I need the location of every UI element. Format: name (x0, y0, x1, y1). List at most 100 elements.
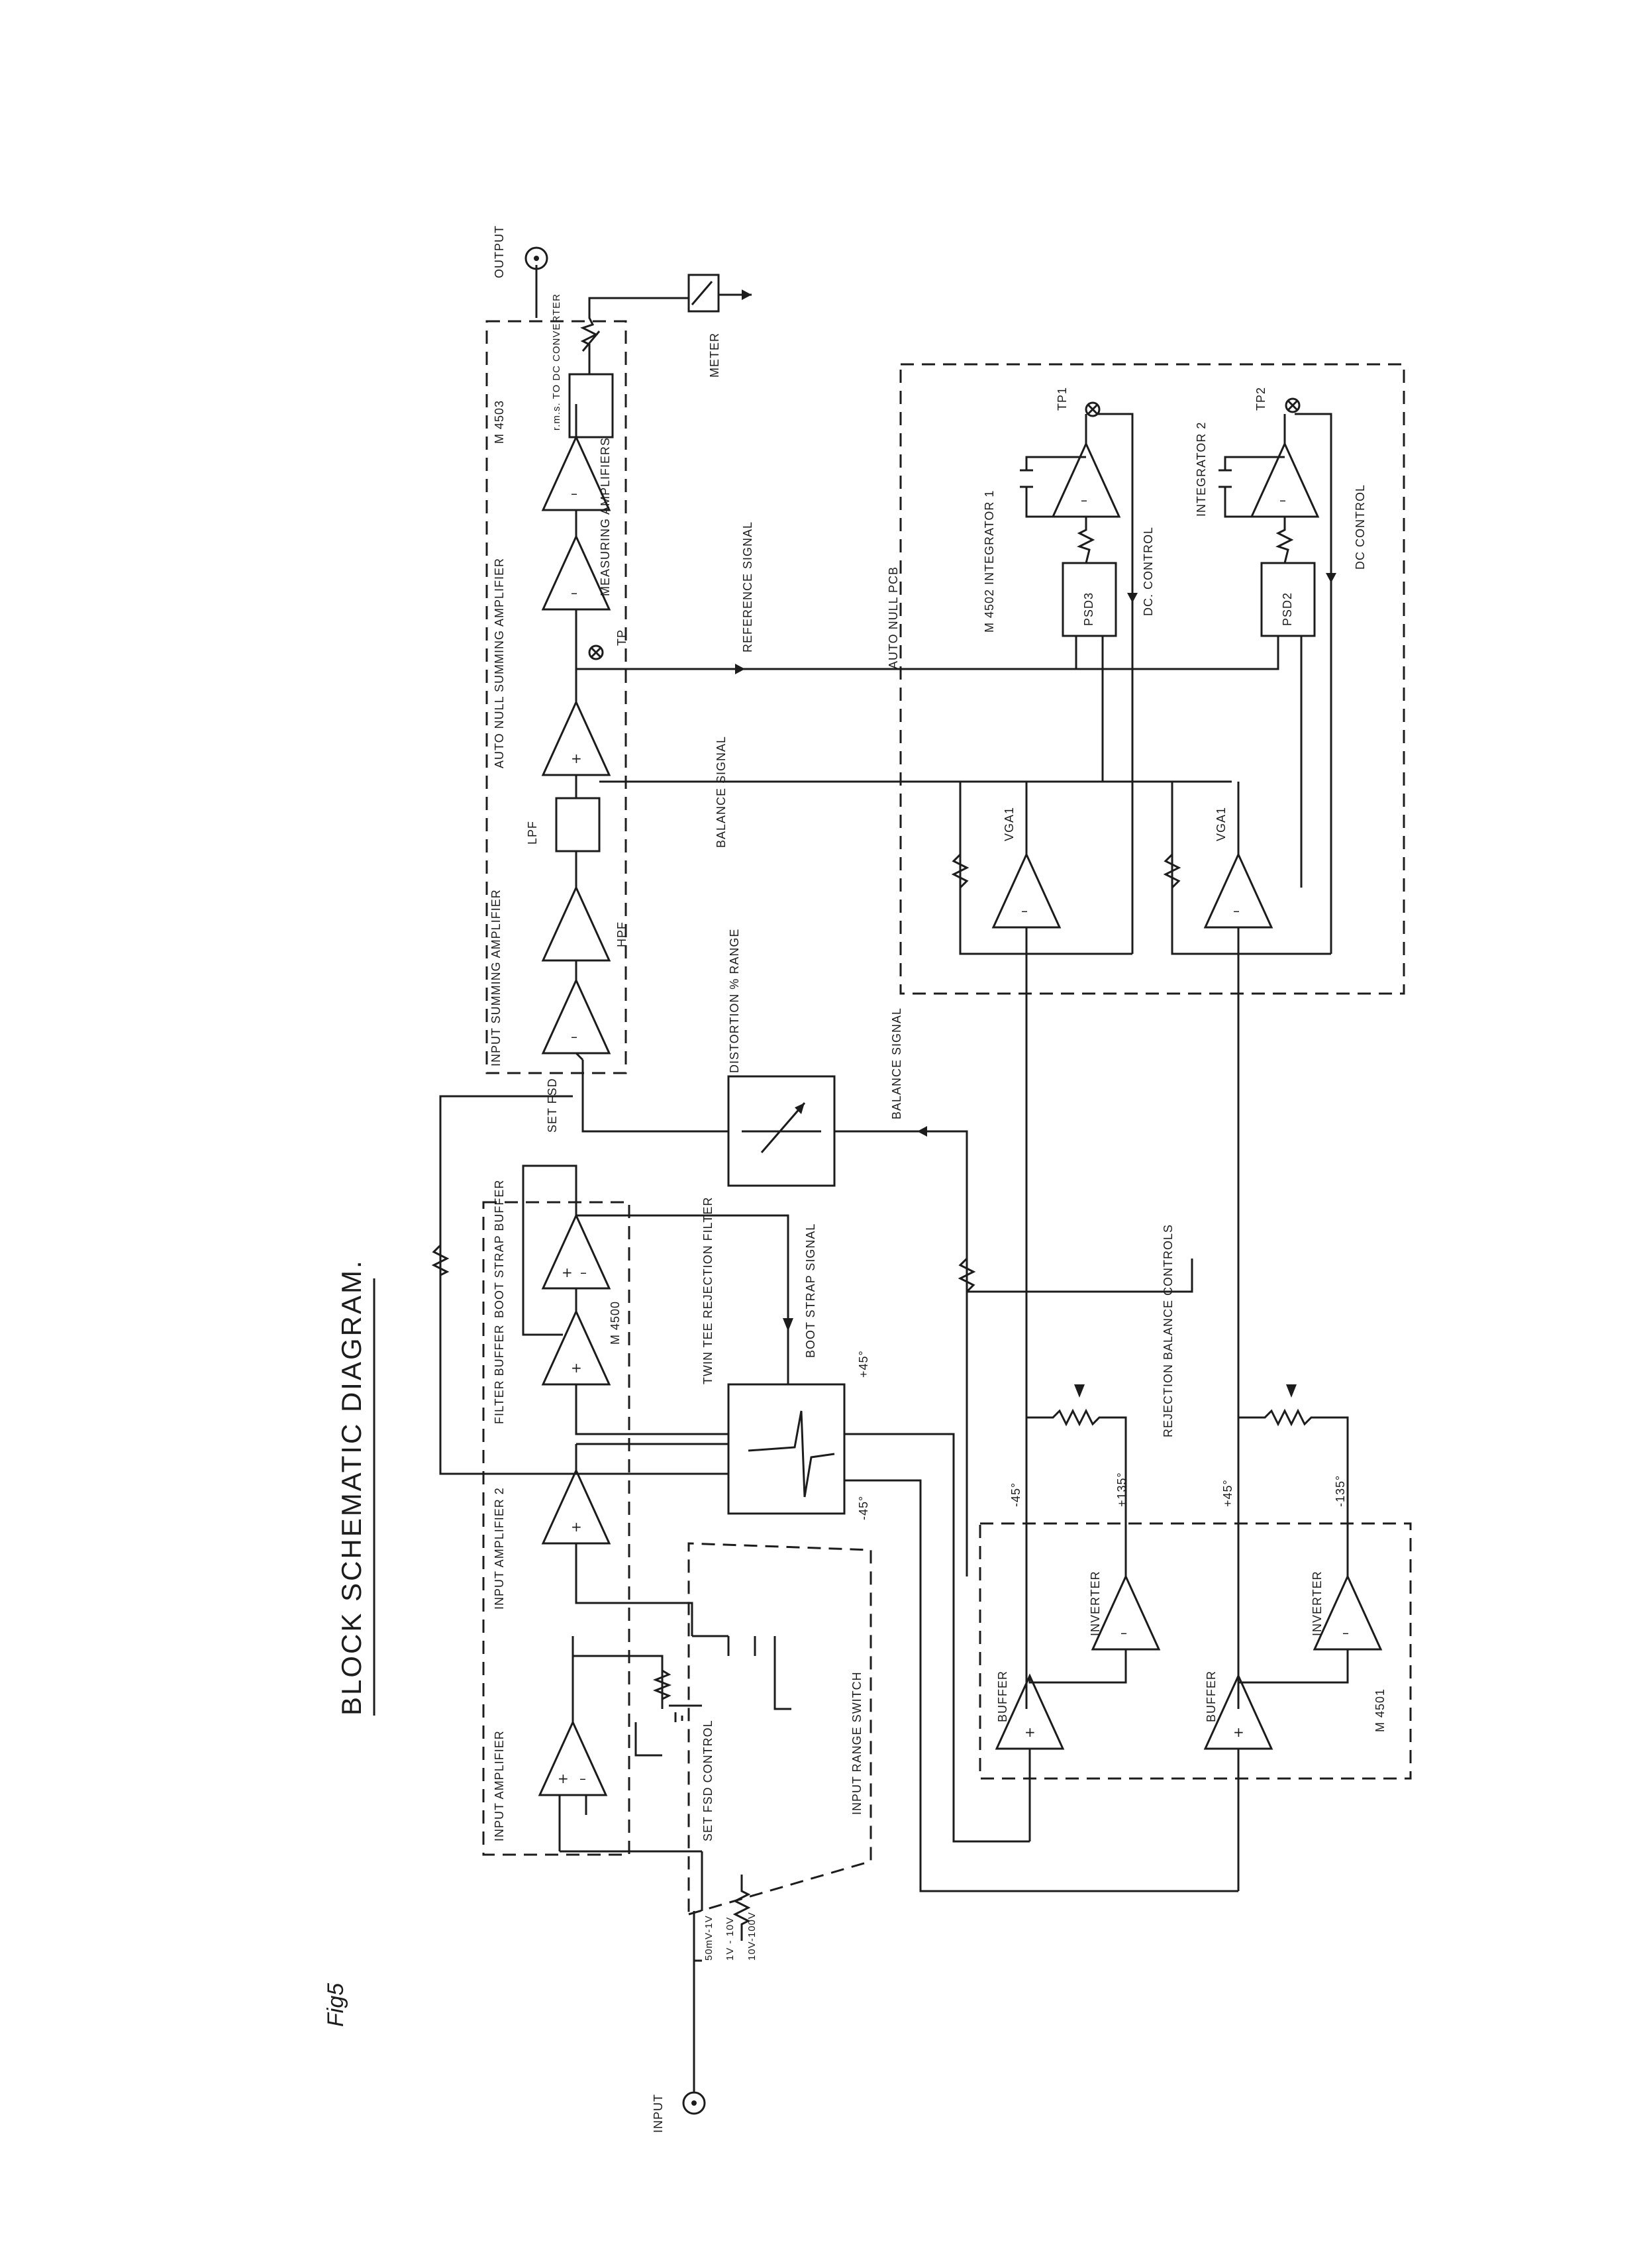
inverter-1-label: INVERTER (1089, 1571, 1102, 1636)
boot-strap-buffer-symbol (541, 1213, 611, 1290)
m4503-label: M 4503 (493, 400, 506, 444)
meter-label: METER (708, 333, 721, 378)
twin-tee-notch-shape (748, 1410, 835, 1498)
integrator-2-label: INTEGRATOR 2 (1195, 422, 1208, 517)
dc-control-2-label: DC CONTROL (1354, 484, 1367, 570)
balance-resistor (958, 1257, 976, 1293)
input-amplifier-label: INPUT AMPLIFIER (493, 1730, 506, 1841)
buffer-2-label: BUFFER (1205, 1671, 1218, 1722)
input-label: INPUT (652, 2094, 665, 2133)
rejection-balance-label: REJECTION BALANCE CONTROLS (1162, 1224, 1175, 1437)
input-summing-label: INPUT SUMMING AMPLIFIER (489, 889, 503, 1066)
m4501-label: M 4501 (1373, 1688, 1387, 1732)
meter-symbol (687, 274, 720, 313)
set-fsd-label: SET FSD (546, 1078, 559, 1133)
feedback-resistor (431, 1096, 450, 1474)
auto-null-pcb-label: AUTO NULL PCB (887, 566, 900, 669)
svg-text:+: + (571, 750, 582, 766)
hpf-label: HPF (615, 921, 628, 947)
minus45-low-label: -45° (1009, 1482, 1022, 1507)
lpf-label: LPF (526, 821, 539, 845)
tp-test-point (588, 644, 604, 660)
input-amplifier-2-label: INPUT AMPLIFIER 2 (493, 1487, 506, 1610)
svg-text:–: – (1342, 1625, 1349, 1641)
minus135-label: -135° (1334, 1475, 1347, 1507)
input-range-switch-outline (687, 1542, 872, 1916)
lpf-block (555, 797, 601, 852)
vga1-a-label: VGA1 (1003, 807, 1016, 841)
svg-text:–: – (1081, 492, 1087, 508)
svg-text:+: + (571, 1360, 582, 1376)
twin-tee-filter-block (727, 1383, 846, 1515)
svg-text:+: + (571, 1519, 582, 1535)
auto-null-summing-label: AUTO NULL SUMMING AMPLIFIER (493, 558, 506, 768)
psd2-block (1260, 562, 1316, 637)
balance-signal-right-label: BALANCE SIGNAL (715, 736, 728, 848)
rejection-pot-2 (1238, 1408, 1331, 1427)
m4500-label: M 4500 (609, 1301, 622, 1345)
vga1-b-feedback-resistor (1163, 853, 1181, 889)
auto-null-summing-amp-symbol (541, 699, 611, 776)
tp1-test-point (1085, 401, 1101, 417)
svg-text:+: + (558, 1771, 569, 1786)
reference-signal-label: REFERENCE SIGNAL (741, 521, 754, 652)
tp2-label: TP2 (1254, 387, 1268, 411)
rms-dc-converter-block (568, 373, 614, 438)
output-connector (524, 246, 548, 270)
inverter-2-label: INVERTER (1311, 1571, 1324, 1636)
svg-text:+: + (562, 1264, 573, 1280)
tp-label: TP (615, 629, 628, 646)
range-resistor-ladder (732, 1875, 751, 1941)
twin-tee-label: TWIN TEE REJECTION FILTER (701, 1197, 715, 1384)
rms-dc-label: r.m.s. TO DC CONVERTER (551, 293, 562, 431)
figure-label: Fig5 (323, 1983, 348, 2027)
plus45-top-label: +45° (857, 1350, 870, 1378)
range-label-1: 50mV-1V (703, 1915, 715, 1961)
filter-buffer-label: FILTER BUFFER (493, 1324, 506, 1424)
measuring-amp-2-symbol (541, 435, 611, 511)
tp1-label: TP1 (1056, 387, 1069, 411)
hpf-symbol (541, 885, 611, 962)
psd3-block (1062, 562, 1117, 637)
set-fsd-pot (652, 1656, 672, 1709)
svg-text:–: – (580, 1264, 587, 1280)
svg-text:–: – (1279, 492, 1286, 508)
m4502-label: M 4502 INTEGRATOR 1 (983, 490, 996, 633)
svg-text:–: – (571, 585, 577, 601)
distortion-range-label: DISTORTION % RANGE (728, 929, 741, 1073)
psd2-resistor (1275, 517, 1294, 564)
m4501-module-outline (979, 1522, 1412, 1780)
svg-text:–: – (571, 1029, 577, 1045)
svg-text:–: – (1120, 1625, 1127, 1641)
plus45-low-label: +45° (1221, 1479, 1234, 1507)
range-label-2: 1V - 10V (724, 1917, 736, 1961)
meter-adjust-resistor (580, 297, 689, 358)
diagram-title: BLOCK SCHEMATIC DIAGRAM. (336, 1259, 367, 1716)
svg-text:–: – (1021, 903, 1028, 919)
dc-control-1-label: DC. CONTROL (1142, 527, 1155, 616)
svg-text:+: + (1233, 1724, 1244, 1740)
input-range-switch-label: INPUT RANGE SWITCH (850, 1671, 864, 1815)
buffer-1-label: BUFFER (996, 1671, 1009, 1722)
measuring-amp-1-symbol (541, 534, 611, 611)
boot-strap-signal-label: BOOT STRAP SIGNAL (804, 1223, 817, 1358)
range-label-3: 10V-100V (746, 1912, 758, 1961)
output-label: OUTPUT (493, 225, 506, 278)
vga1-b-label: VGA1 (1215, 807, 1228, 841)
auto-null-pcb-outline (899, 363, 1405, 995)
tp2-test-point (1285, 397, 1301, 413)
minus45-top-label: -45° (857, 1496, 870, 1520)
svg-text:–: – (1233, 903, 1240, 919)
svg-text:+: + (1024, 1724, 1036, 1740)
psd2-label: PSD2 (1281, 592, 1294, 626)
balance-signal-left-label: BALANCE SIGNAL (890, 1007, 903, 1119)
psd3-resistor (1077, 517, 1095, 564)
m4500-module-outline (482, 1201, 630, 1856)
set-fsd-control-label: SET FSD CONTROL (701, 1720, 715, 1841)
svg-text:–: – (571, 486, 577, 501)
rejection-pot-1 (1026, 1408, 1119, 1427)
boot-strap-buffer-label: BOOT STRAP BUFFER (493, 1180, 506, 1318)
input-amplifier-symbol (538, 1720, 608, 1796)
measuring-amplifiers-label: MEASURING AMPLIFIERS (599, 437, 612, 596)
